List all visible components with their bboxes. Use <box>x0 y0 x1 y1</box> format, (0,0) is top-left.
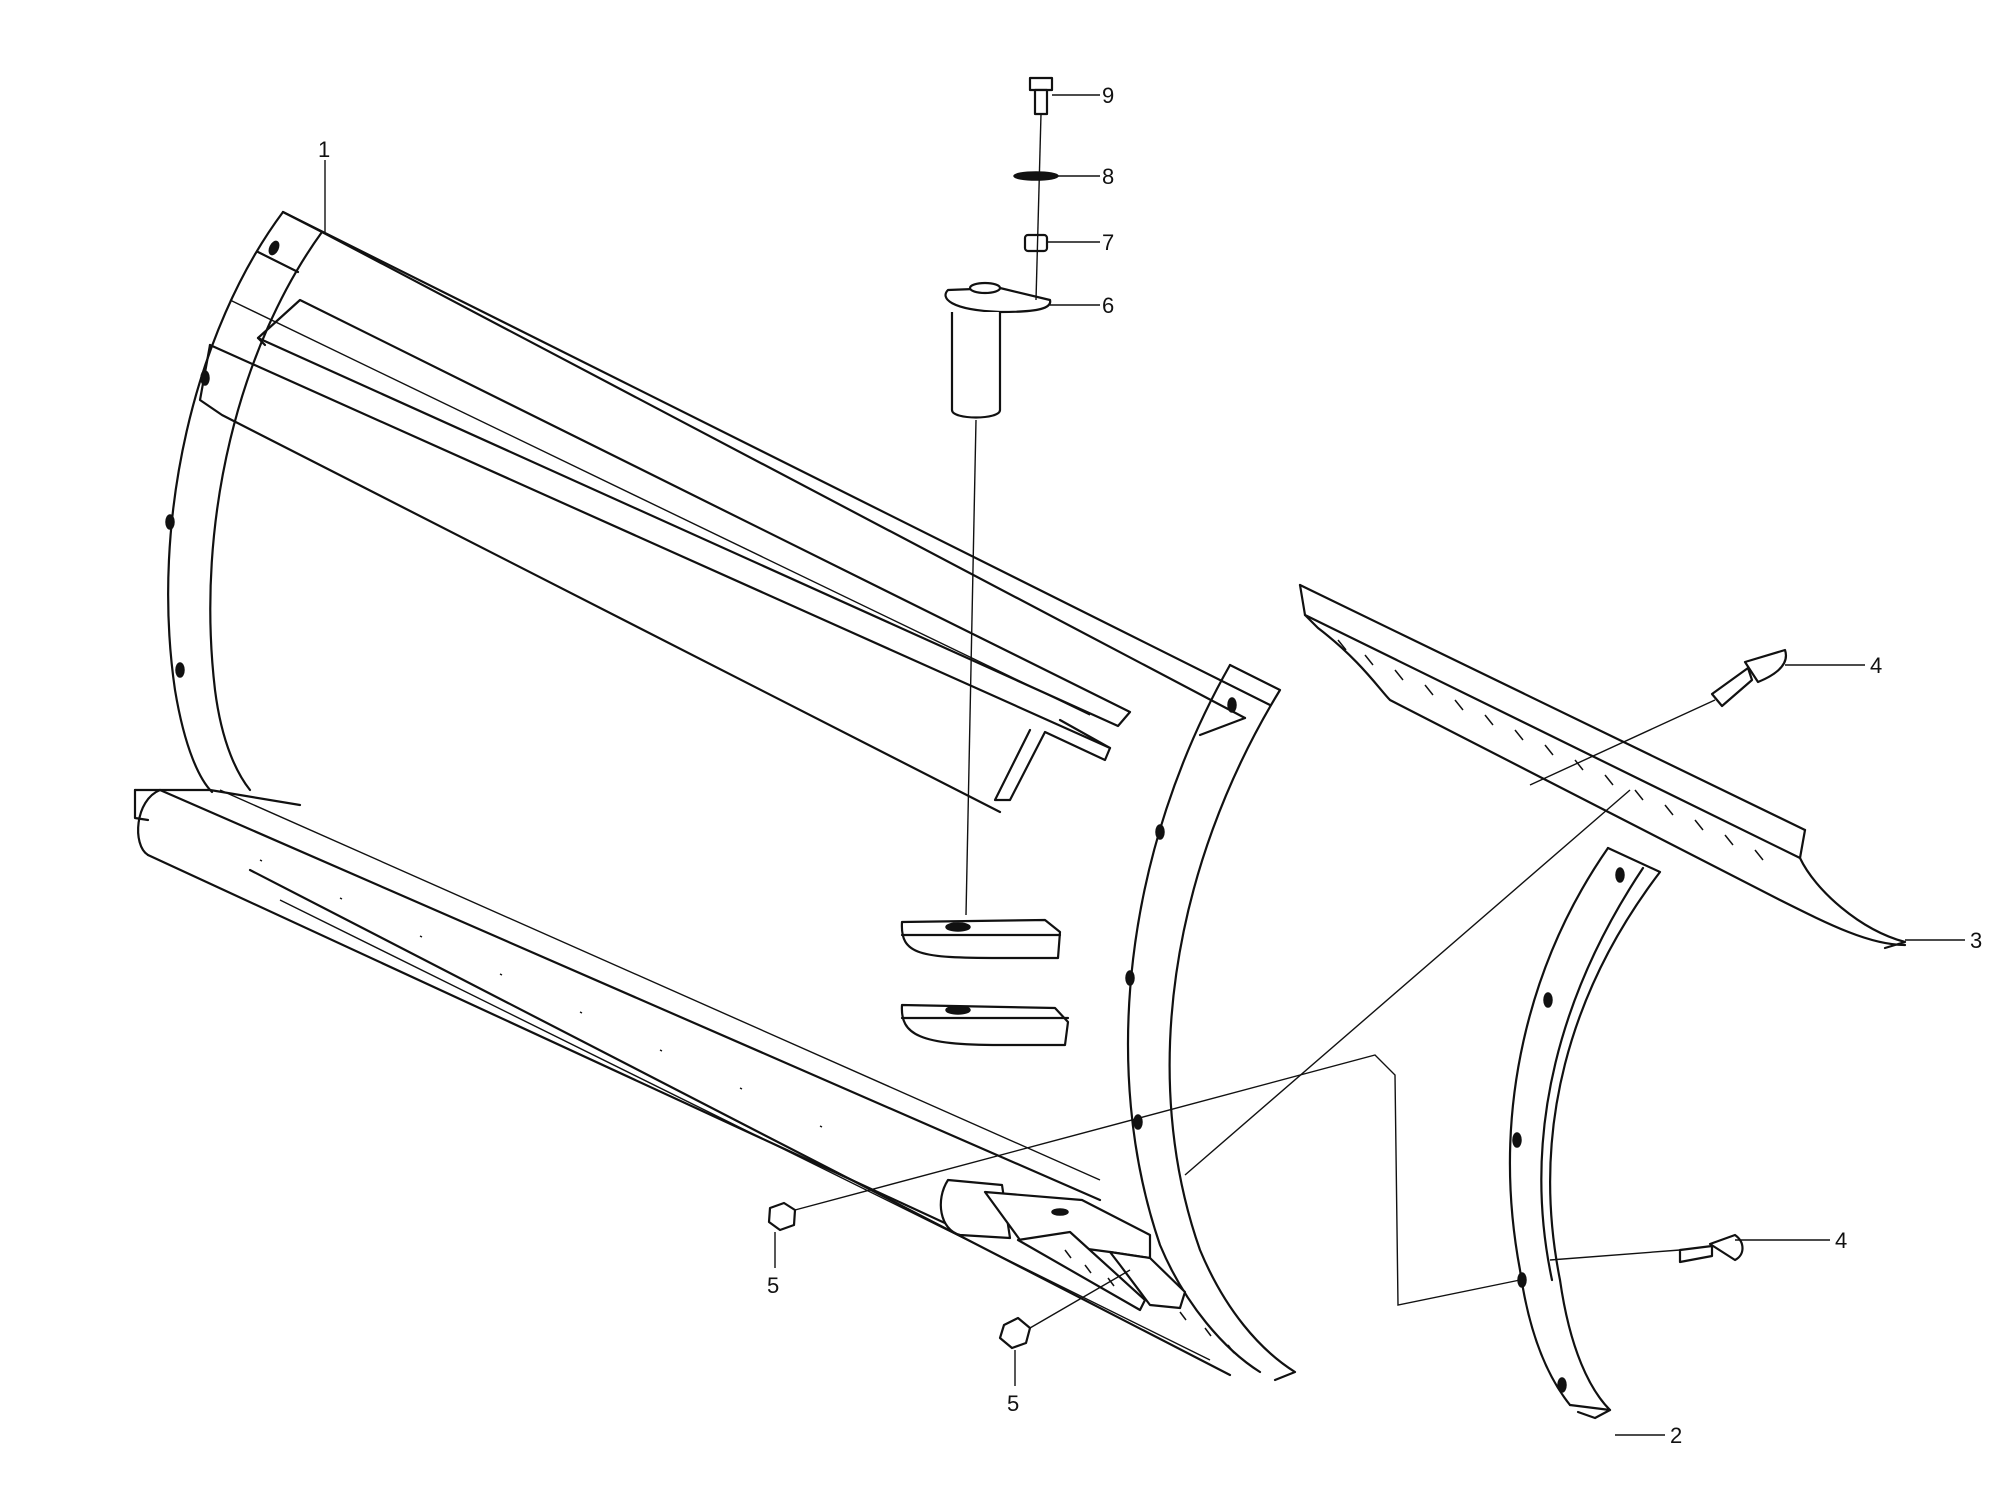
leader-lines <box>324 94 1965 1436</box>
nut-right-part <box>998 1316 1032 1350</box>
callout-6: 6 <box>1102 293 1114 318</box>
callout-3: 3 <box>1970 928 1982 953</box>
callout-4-lower: 4 <box>1835 1228 1847 1253</box>
nut-left-part <box>767 1201 797 1232</box>
callout-1: 1 <box>318 137 330 162</box>
callout-4-upper: 4 <box>1870 653 1882 678</box>
snap-ring-part <box>1013 171 1059 181</box>
right-wing-part <box>1508 846 1662 1420</box>
callout-9: 9 <box>1102 83 1114 108</box>
callout-8: 8 <box>1102 164 1114 189</box>
callout-7: 7 <box>1102 230 1114 255</box>
moldboard-blade-part <box>133 210 1297 1382</box>
callout-5-left: 5 <box>767 1273 779 1298</box>
bushing-part <box>1023 233 1049 253</box>
cutting-edge-part <box>1298 583 1907 950</box>
callout-2: 2 <box>1670 1423 1682 1448</box>
callout-labels: 1 2 3 4 4 5 5 6 7 8 9 <box>318 83 1982 1448</box>
mounting-plates-part <box>900 918 1070 1047</box>
bolt-lower-part <box>1678 1233 1744 1264</box>
cap-screw-part <box>1028 76 1054 116</box>
callout-5-right: 5 <box>1007 1391 1019 1416</box>
bolt-upper-part <box>1529 648 1788 786</box>
pivot-pin-part <box>944 281 1052 916</box>
